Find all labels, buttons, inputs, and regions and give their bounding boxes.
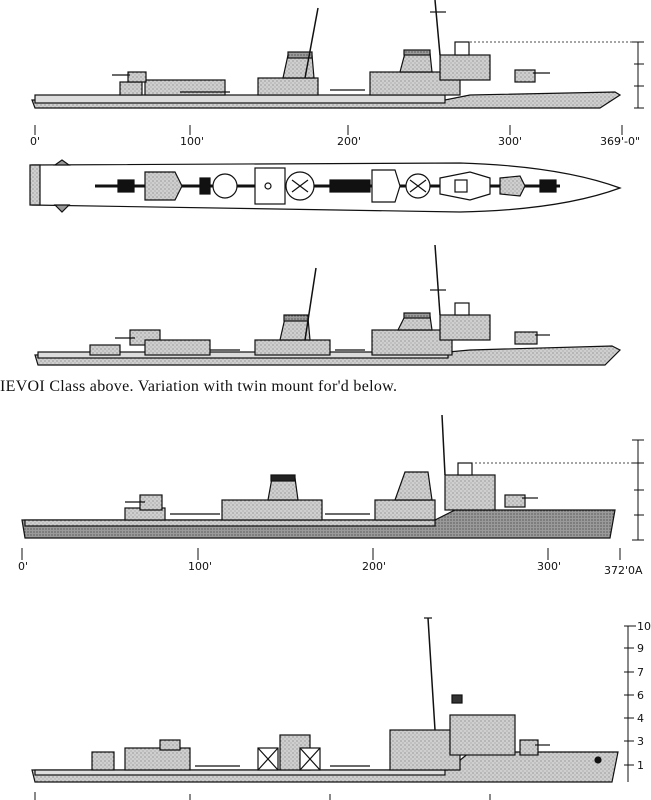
height-digit-6: 6 [637, 689, 644, 702]
ship-2-bridge [439, 314, 491, 341]
ship-2-aft-mast [304, 267, 317, 341]
ship-3-height-scale [632, 439, 644, 541]
scale-top-label-length: 369'-0" [600, 135, 641, 148]
scale-bar-mid [21, 548, 621, 560]
ship-4-profile [31, 617, 619, 783]
ship-2-fore-gun [514, 331, 538, 345]
height-digit-9: 9 [637, 642, 644, 655]
scale-top-label-100: 100' [180, 135, 205, 148]
scale-mid-label-300: 300' [537, 560, 562, 573]
ship-3-mast [441, 414, 446, 476]
scale-top-label-200: 200' [337, 135, 362, 148]
scale-top-label-300: 300' [498, 135, 523, 148]
scale-mid-label-length: 372'0A [604, 564, 643, 577]
ship-4-aft-gun [91, 751, 115, 771]
ship-4-fore-gun [519, 739, 539, 756]
height-digit-4: 4 [637, 712, 644, 725]
ship-1-aft-deckhouse [144, 79, 226, 96]
ship-3-profile [21, 414, 616, 539]
ship-2-profile [34, 244, 622, 366]
ship-1-aft-gun [127, 71, 147, 83]
ship-1-fore-mast [434, 0, 441, 56]
height-digit-7: 7 [637, 666, 644, 679]
ship-3-aft-deckhouse [221, 499, 323, 521]
scale-top-label-0: 0' [30, 135, 41, 148]
ship-3-bridge [444, 474, 496, 511]
ship-1-aft-mast [304, 7, 319, 79]
ship-3-fore-gun [504, 494, 526, 508]
ship-1-profile [31, 0, 622, 109]
figure-caption: IEVOI Class above. Variation with twin m… [0, 378, 398, 395]
scale-mid-label-200: 200' [362, 560, 387, 573]
height-digit-1: 1 [637, 759, 644, 772]
ship-4-hull [31, 751, 619, 783]
height-digit-10: 10 [637, 620, 651, 633]
scale-mid-label-100: 100' [188, 560, 213, 573]
ship-1-fore-gun [514, 69, 536, 83]
scale-mid-label-0: 0' [18, 560, 29, 573]
ship-1-fore-funnel [399, 52, 433, 73]
ship-1-plan-view [29, 159, 622, 213]
ship-3-fore-funnel [394, 471, 433, 501]
ship-4-bridge [449, 714, 516, 756]
ship-4-height-scale [624, 625, 636, 782]
height-digit-3: 3 [637, 735, 644, 748]
scale-bar-top [34, 125, 623, 135]
ship-1-height-scale [632, 41, 644, 109]
ship-2-fore-mast [434, 244, 441, 316]
ship-1-bridge [439, 54, 491, 81]
ship-4-mast [427, 617, 436, 731]
scale-bar-bottom [34, 792, 491, 800]
